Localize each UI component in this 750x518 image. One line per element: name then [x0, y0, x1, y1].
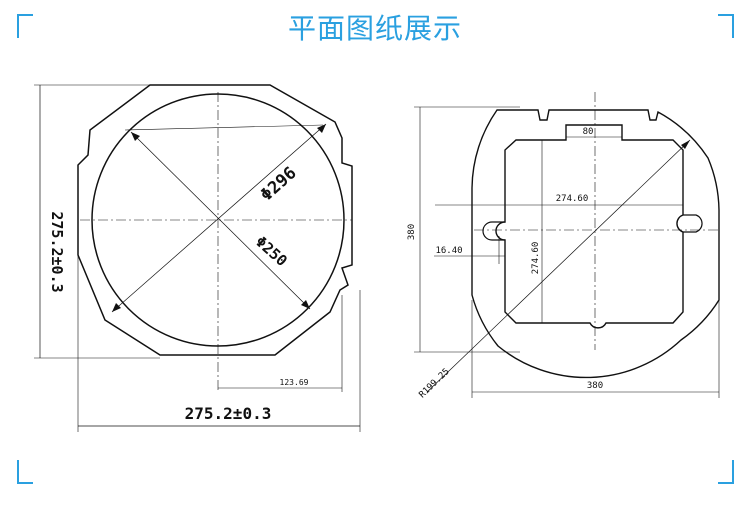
left-diameter-line-1 [124, 124, 324, 131]
corner-bracket-bottom-right [718, 460, 734, 484]
label-dim-h: 274.60 [556, 194, 589, 204]
right-radius-line [426, 139, 691, 393]
label-dim-v: 274.60 [531, 242, 541, 275]
arrow-head [317, 124, 326, 133]
corner-bracket-top-left [17, 14, 33, 38]
label-dim-notch: 16.40 [435, 246, 462, 256]
right-plate-drawing: R199.25 80 274.60 274.60 16.40 380 380 [407, 92, 720, 400]
label-dim-left-380: 380 [407, 224, 417, 240]
left-diameter-line-a [130, 131, 311, 310]
page-title: 平面图纸展示 [287, 12, 462, 45]
label-bottom-small-dim: 123.69 [280, 378, 309, 387]
label-left-vertical-dim: 275.2±0.3 [48, 211, 66, 292]
arrow-head [131, 132, 140, 141]
label-bottom-main-dim: 275.2±0.3 [185, 404, 272, 423]
label-radius: R199.25 [417, 367, 451, 401]
arrow-head [112, 303, 121, 312]
label-diameter-296: Φ296 [257, 163, 301, 205]
right-plate-outline [471, 109, 720, 379]
left-plate-outline [77, 84, 353, 356]
left-plate-drawing: Φ296 Φ250 275.2±0.3 275.2±0.3 123.69 [34, 84, 361, 432]
right-right-notch [683, 214, 703, 233]
right-inner-pocket [495, 124, 684, 329]
label-dim-80: 80 [583, 127, 594, 137]
left-diameter-line-b [111, 123, 327, 313]
corner-bracket-bottom-left [17, 460, 33, 484]
label-diameter-250: Φ250 [252, 233, 291, 271]
arrow-head [681, 140, 690, 149]
arrow-head [301, 300, 310, 309]
right-left-notch [482, 221, 505, 241]
corner-bracket-top-right [718, 14, 734, 38]
label-dim-bottom-380: 380 [587, 381, 603, 391]
